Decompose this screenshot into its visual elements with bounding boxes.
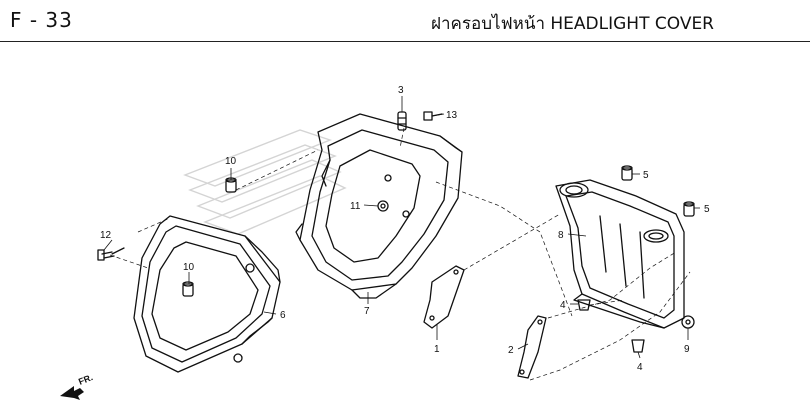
headlight-inner-cover — [295, 113, 463, 299]
front-direction-arrow-icon: FR. — [60, 372, 94, 400]
callout-1: 1 — [434, 344, 440, 355]
rubber-4-lower — [631, 339, 645, 353]
callout-12: 12 — [100, 230, 112, 241]
callout-4-upper: 4 — [560, 300, 566, 311]
headlight-front-cover — [133, 215, 281, 373]
callout-4-lower: 4 — [637, 362, 643, 373]
callout-7: 7 — [364, 306, 370, 317]
collar-5-upper — [621, 165, 633, 181]
brand-watermark — [183, 129, 347, 235]
page-title: ฝาครอบไฟหน้า HEADLIGHT COVER — [431, 14, 714, 34]
callout-5-upper: 5 — [643, 170, 649, 181]
bolt-9 — [681, 315, 695, 329]
assembly-lines — [109, 127, 691, 381]
callout-labels: 3 13 10 11 12 10 6 7 1 2 5 5 8 4 4 9 — [100, 85, 710, 373]
page-header: F - 33 ฝาครอบไฟหน้า HEADLIGHT COVER — [0, 0, 810, 40]
callout-11: 11 — [350, 201, 361, 212]
callout-10-lower: 10 — [183, 262, 195, 273]
leader-lines — [103, 96, 700, 359]
front-direction-label: FR. — [77, 372, 94, 387]
grommet-11 — [377, 200, 389, 212]
callout-8: 8 — [558, 230, 564, 241]
rubber-4-upper — [577, 299, 591, 311]
callout-13: 13 — [446, 110, 458, 121]
headlight-stay-bracket — [555, 179, 685, 329]
small-stay — [423, 265, 465, 329]
callout-2: 2 — [508, 345, 514, 356]
callout-9: 9 — [684, 344, 690, 355]
long-stay — [517, 315, 547, 379]
screw-12 — [97, 247, 125, 261]
callout-10-upper: 10 — [225, 156, 237, 167]
header-rule — [0, 41, 810, 42]
callout-6: 6 — [280, 310, 286, 321]
page-code: F - 33 — [10, 8, 73, 32]
collar-10-upper — [225, 177, 237, 193]
clip-3 — [397, 111, 407, 131]
callout-3: 3 — [398, 85, 404, 96]
callout-5-lower: 5 — [704, 204, 710, 215]
collar-10-lower — [182, 281, 194, 297]
collar-5-lower — [683, 201, 695, 217]
